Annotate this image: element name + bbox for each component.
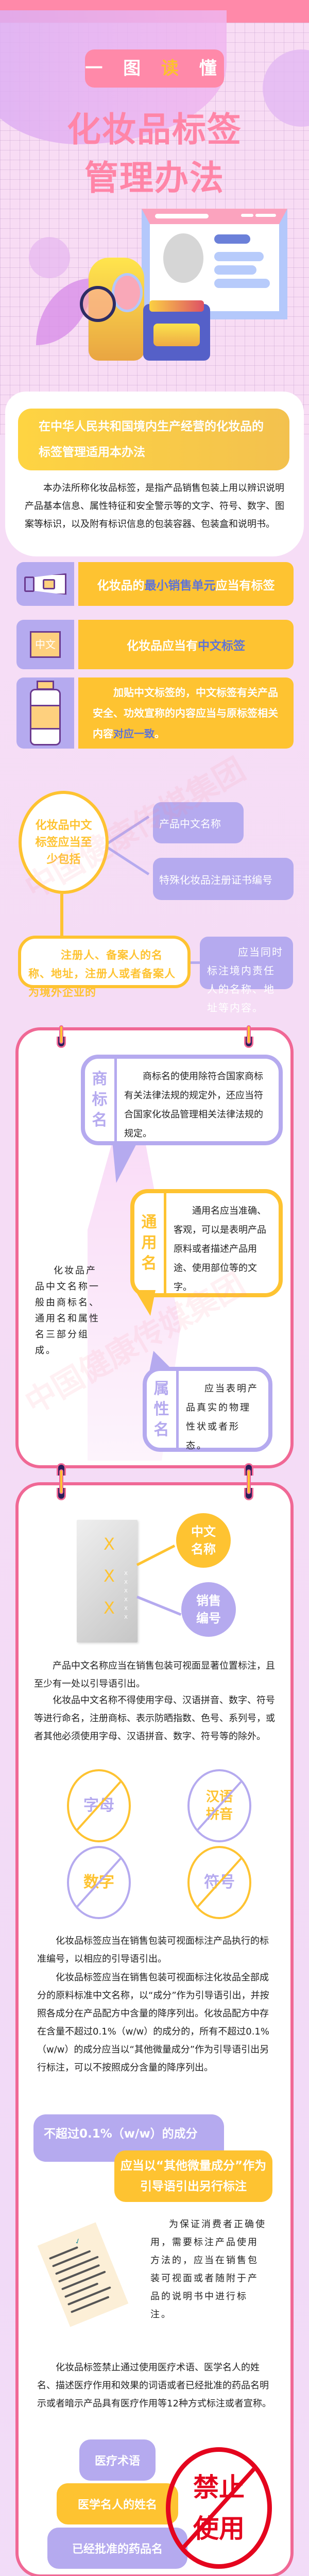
product-box-illustration: X X X XXXXXX: [77, 1520, 138, 1642]
binder-ring: [244, 1463, 253, 1500]
binder-ring: [57, 1463, 66, 1500]
binder-ring: [57, 1025, 66, 1048]
forbidden-tag-drug-names: 已经批准的药品名: [47, 2528, 187, 2569]
naming-part-trademark: 商标名 商标名的使用除符合国家商标有关法律法规的规定外，还应当符合国家化妆品管理…: [81, 1055, 283, 1145]
rules-card: [15, 1482, 294, 2576]
naming-part-generic: 通用名 通用名应当准确、客观，可以是表明产品原料或者描述产品用途、使用部位等的文…: [130, 1189, 283, 1297]
callout-sales-number: 销售编号: [181, 1582, 236, 1637]
naming-center-note: 化妆品产品中文名称一般由商标名、通用名和属性名三部分组成。: [35, 1265, 100, 1356]
forbidden-tag-medical-celebrities: 医学名人的姓名: [57, 2483, 178, 2524]
intro-heading: 在中华人民共和国境内生产经营的化妆品的标签管理适用本办法: [18, 409, 289, 470]
rule-row-min-sales-unit: 化妆品的最小销售单元应当有标签: [16, 562, 294, 606]
connector-line: [191, 961, 201, 964]
trace-ingredient-rule-pill: 应当以“其他微量成分”作为引导语引出另行标注: [114, 2150, 272, 2202]
jar-lid: [149, 300, 204, 312]
decorative-circle: [29, 237, 70, 278]
paragraph-name-restrictions: 化妆品中文名称不得使用字母、汉语拼音、数字、符号等进行命名，注册商标、表示防晒指…: [34, 1695, 275, 1742]
chinese-label-icon: 中文: [30, 631, 61, 658]
intro-text: 本办法所称化妆品标签，是指产品销售包装上用以辨识说明产品基本信息、属性特征和安全…: [25, 483, 284, 530]
browser-window-illustration: [142, 209, 287, 319]
mindmap-branch-registration-number: 特殊化妆品注册证书编号: [153, 858, 294, 900]
image-placeholder-icon: [163, 233, 203, 283]
registrant-note: 应当同时标注境内责任人的名称、地址等内容。: [200, 937, 293, 1014]
ban-symbols-icon: 符号: [187, 1846, 251, 1919]
registrant-box: 注册人、备案人的名称、地址，注册人或者备案人为境外企业的: [18, 936, 191, 998]
paragraph-standard-number: 化妆品标签应当在销售包装可视面标注产品执行的标准编号，以相应的引导语引出。: [37, 1936, 269, 1964]
callout-chinese-name: 中文名称: [176, 1513, 231, 1568]
rule-row-consistency: 加贴中文标签的，中文标签有关产品安全、功效宣称的内容应当与原标签相关内容对应一致…: [16, 677, 294, 749]
page-title: 化妆品标签 管理办法: [67, 110, 242, 198]
rule-row-chinese-label: 中文 化妆品应当有中文标签: [16, 620, 294, 669]
paragraph-ingredients: 化妆品标签应当在销售包装可视面标注化妆品全部成分的原料标准中文名称，以“成分”作…: [37, 1972, 269, 2073]
paragraph-medical-prohibition: 化妆品标签禁止通过使用医疗术语、医学名人的姓名、描述医疗作用和效果的词语或者已经…: [37, 2362, 271, 2409]
ban-pinyin-icon: 汉语拼音: [187, 1769, 251, 1842]
cream-jar-illustration: [143, 304, 210, 361]
bubble-tail: [135, 1290, 156, 1316]
trace-ingredient-pill: 不超过0.1%（w/w）的成分: [33, 2114, 224, 2162]
prohibited-stamp-icon: 禁止使用: [166, 2447, 272, 2569]
paragraph-usage-method: 为保证消费者正确使用，需要标注产品使用方法的，应当在销售包装可视面或者随附于产品…: [150, 2219, 266, 2320]
ban-numbers-icon: 数字: [67, 1846, 131, 1919]
binder-ring: [244, 1025, 253, 1048]
naming-part-attribute: 属性名 应当表明产品真实的物理性状或者形态。: [143, 1367, 272, 1452]
series-badge: 一 图 读 懂: [85, 49, 224, 88]
tube-icon: [24, 572, 66, 596]
magnifier-icon: [80, 286, 116, 322]
mindmap-center: 化妆品中文标签应当至少包括: [19, 791, 109, 894]
bottle-icon: [30, 681, 61, 745]
ban-letters-icon: 字母: [67, 1769, 131, 1842]
mindmap-branch-product-name: 产品中文名称: [153, 802, 244, 843]
forbidden-tag-medical-terms: 医疗术语: [79, 2439, 156, 2481]
paragraph-name-position: 产品中文名称应当在销售包装可视面显著位置标注，且至少有一处以引导语引出。: [34, 1660, 275, 1689]
connector-line: [60, 894, 63, 940]
